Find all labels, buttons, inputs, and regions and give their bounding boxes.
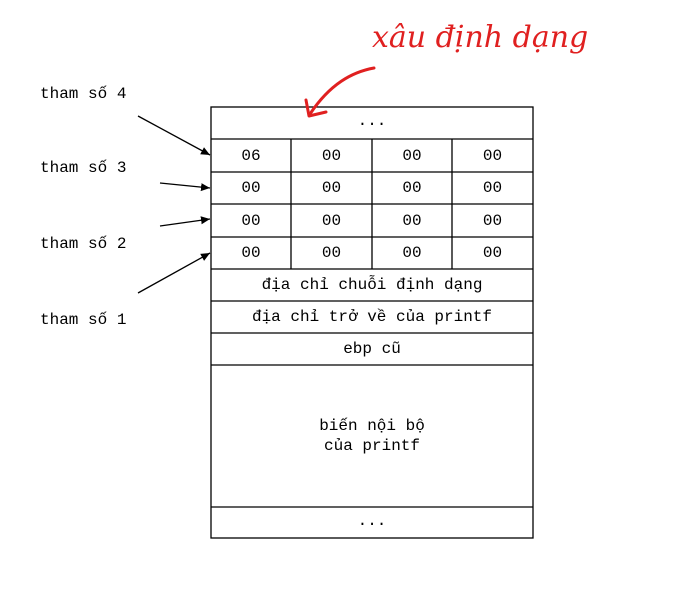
byte-cell: 00 bbox=[482, 146, 503, 165]
byte-cell: 00 bbox=[241, 244, 261, 262]
label-param2: tham số 2 bbox=[40, 235, 127, 253]
label-param4: tham số 4 bbox=[40, 85, 127, 103]
byte-cell: 00 bbox=[402, 211, 422, 230]
byte-cell: 00 bbox=[402, 146, 422, 165]
arrow-param2 bbox=[159, 216, 211, 227]
stack-top-ellipsis: ... bbox=[357, 112, 387, 130]
arrow-param3 bbox=[159, 182, 211, 192]
byte-cell: 00 bbox=[402, 244, 422, 262]
annotation-label: xâu định dạng bbox=[372, 20, 589, 55]
stack-bottom-ellipsis: ... bbox=[357, 511, 387, 530]
byte-cell: 00 bbox=[321, 179, 342, 197]
byte-cell: 00 bbox=[321, 244, 342, 262]
byte-cell: 00 bbox=[241, 211, 261, 230]
byte-cell: 00 bbox=[241, 179, 261, 197]
arrow-param4 bbox=[137, 115, 211, 156]
annotation-arrow bbox=[308, 66, 376, 116]
format-string-address: địa chỉ chuỗi định dạng bbox=[261, 276, 483, 294]
label-param1: tham số 1 bbox=[40, 311, 127, 329]
byte-cell: 00 bbox=[402, 179, 422, 197]
old-ebp: ebp cũ bbox=[343, 340, 401, 358]
arrow-param1 bbox=[137, 252, 211, 294]
byte-cell: 00 bbox=[482, 179, 503, 197]
local-variables-line1: biến nội bộ bbox=[319, 417, 425, 435]
byte-cell: 00 bbox=[482, 211, 503, 230]
return-address: địa chỉ trở về của printf bbox=[251, 308, 493, 326]
byte-cell: 00 bbox=[321, 146, 342, 165]
label-param3: tham số 3 bbox=[40, 159, 127, 177]
byte-cell: 00 bbox=[482, 244, 503, 262]
local-variables: biến nội bộ của printf bbox=[211, 365, 533, 507]
byte-cell: 00 bbox=[321, 211, 342, 230]
byte-cell: 06 bbox=[241, 146, 261, 165]
local-variables-line2: của printf bbox=[323, 437, 420, 455]
